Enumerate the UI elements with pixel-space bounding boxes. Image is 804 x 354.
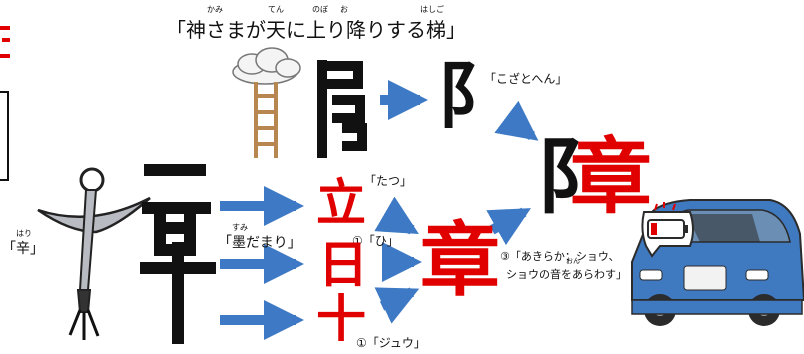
arrow-tatsu-to-zhang: [374, 196, 419, 235]
needle-illustration: [37, 167, 151, 340]
cloud-ladder-illustration: [232, 47, 301, 158]
hi-char: 日: [318, 235, 368, 294]
sumi-ruby: すみ: [232, 223, 248, 232]
title-ruby-kami: かみ: [207, 5, 223, 14]
sumidamari-label: 「墨だまり」: [218, 235, 302, 251]
final-char-left: 阝: [536, 129, 619, 225]
battery-bubble: [641, 202, 694, 258]
left-edge-box: [0, 91, 9, 181]
title-ruby-hashigo: はしご: [420, 5, 444, 14]
oto-ruby: おん: [566, 257, 580, 265]
kozatohen-label: 「こざとへん」: [484, 72, 568, 86]
shin-ruby: はり: [16, 229, 32, 238]
shin-label: 「辛」: [2, 241, 44, 257]
left-edge-red-fragment: [0, 26, 10, 58]
arrows: [220, 80, 539, 340]
arrow-juu-to-zhang: [374, 287, 420, 324]
final-char-right: 章: [570, 129, 653, 225]
hi-label: ①「ひ」: [352, 234, 399, 248]
title-ruby-ten: てん: [268, 5, 284, 14]
page-title: 「神さまが天に上り降りする梯」: [166, 18, 466, 42]
ancient-kozatohen: [317, 60, 367, 158]
kozatohen-char: 阝: [437, 53, 510, 138]
juu-label: ①「ジュウ」: [356, 336, 426, 350]
mid-char-zhang: 章: [420, 213, 500, 307]
title-ruby-o: お: [340, 5, 348, 14]
shou-label-line1: ③「あきらか：ショウ、: [500, 250, 620, 263]
arrow-zhang-to-final: [486, 207, 531, 246]
title-ruby-nobo: のぼ: [312, 5, 328, 14]
juu-char: 十: [316, 289, 366, 348]
ancient-character-zhang: [140, 164, 216, 344]
shou-label-line2: ショウの音をあらわす」: [506, 268, 627, 281]
arrow-kozato-to-final: [494, 100, 539, 141]
tatsu-char: 立: [316, 173, 366, 232]
tatsu-label: 「たつ」: [364, 174, 413, 188]
